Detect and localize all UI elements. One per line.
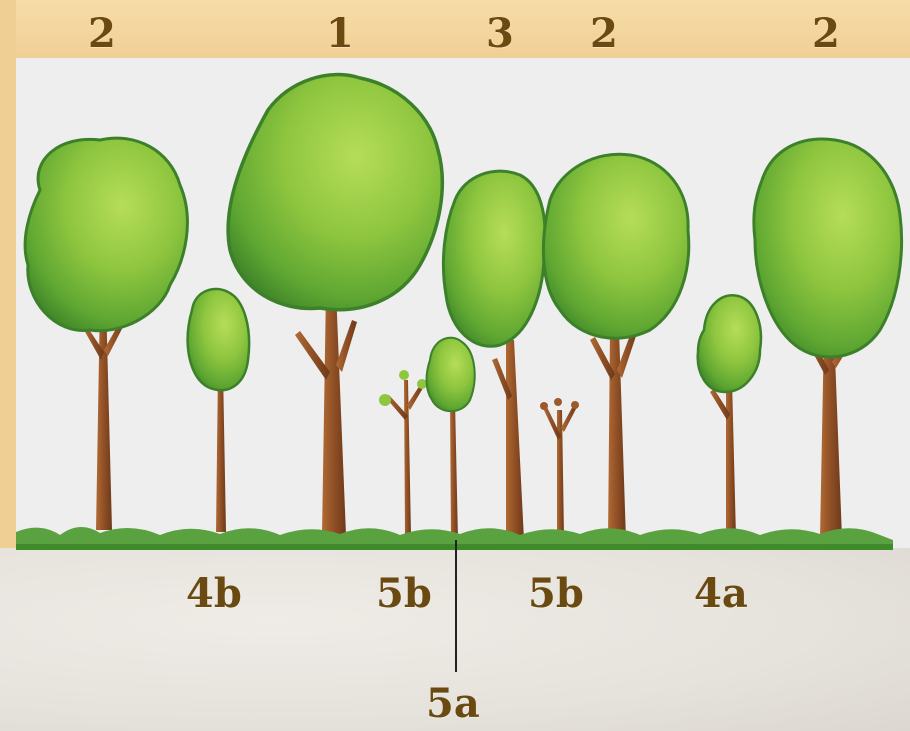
stratum-label-top-5: 2 <box>812 14 840 54</box>
tree-stratum-5a <box>427 338 475 540</box>
tree-stratum-5b-left <box>379 370 427 535</box>
stratum-label-top-4: 2 <box>590 14 618 54</box>
stratum-label-top-2: 1 <box>326 14 354 54</box>
tree-stratum-4b <box>188 289 249 532</box>
stratum-label-5a: 5a <box>426 684 480 724</box>
tree-stratum-4a <box>698 295 761 538</box>
tree-stratum-1 <box>228 75 442 535</box>
stratum-label-5b-left: 5b <box>376 574 432 614</box>
stratum-label-top-3: 3 <box>486 14 514 54</box>
stratum-label-4b: 4b <box>186 574 242 614</box>
tree-stratum-2-left <box>25 138 187 530</box>
stratum-label-4a: 4a <box>694 574 748 614</box>
tree-stratum-5b-right <box>540 398 579 538</box>
stratum-label-top-1: 2 <box>88 14 116 54</box>
tree-stratum-2-right <box>754 139 902 538</box>
stratum-label-5b-right: 5b <box>528 574 584 614</box>
tree-stratum-2-middle <box>543 154 688 540</box>
